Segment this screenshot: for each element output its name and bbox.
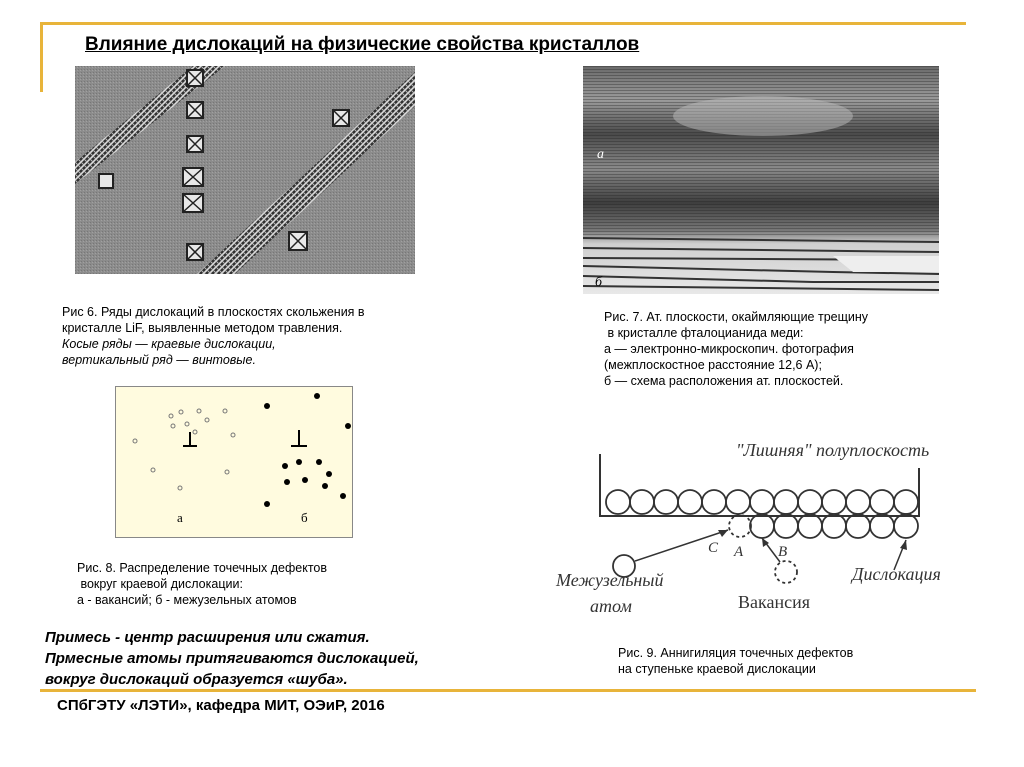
fig9-label-extra-halfplane: "Лишняя" полуплоскость <box>736 440 929 460</box>
fig8-defects-diagram: а б <box>115 386 353 538</box>
fig8-label-a: а <box>177 510 183 525</box>
fig6-caption: Рис 6. Ряды дислокаций в плоскостях скол… <box>62 304 365 368</box>
fig9-label-dislocation: Дислокация <box>850 564 941 584</box>
fig9-label-a: A <box>733 544 744 560</box>
fig9-annihilation-diagram: "Лишняя" полуплоскость C A B Межузельный… <box>552 430 974 630</box>
fig9-label-b: B <box>778 544 787 560</box>
fig9-label-interstitial-2: атом <box>590 596 632 616</box>
fig9-label-vacancy: Вакансия <box>738 592 810 612</box>
fig9-label-interstitial-1: Межузельный <box>555 570 664 590</box>
fig7-planes-photo: а б <box>583 66 939 294</box>
fig8-label-b: б <box>301 510 308 525</box>
fig6-etch-photo <box>75 66 415 274</box>
slide-footer: СПбГЭТУ «ЛЭТИ», кафедра МИТ, ОЭиР, 2016 <box>57 697 385 714</box>
impurity-note: Примесь - центр расширения или сжатия.Пр… <box>45 627 419 690</box>
fig7-label-b: б <box>595 275 603 290</box>
frame-top-line <box>40 22 966 25</box>
fig7-label-a: а <box>597 147 604 162</box>
slide-title: Влияние дислокаций на физические свойств… <box>85 34 639 56</box>
fig9-label-c: C <box>708 540 719 556</box>
frame-left-line <box>40 22 43 92</box>
fig7-caption: Рис. 7. Ат. плоскости, окаймляющие трещи… <box>604 309 868 389</box>
fig8-caption: Рис. 8. Распределение точечных дефектов … <box>77 560 327 608</box>
